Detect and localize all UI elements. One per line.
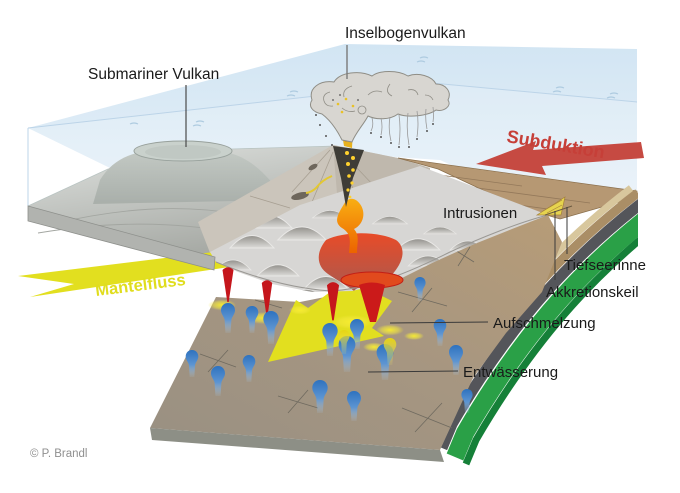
volcano-eruption — [309, 71, 450, 253]
leader-lines — [185, 45, 568, 373]
mantle-green-layer — [446, 213, 638, 461]
dark-xenolith — [291, 191, 309, 201]
melt-drips — [222, 267, 404, 322]
leader-dewatering — [367, 370, 459, 373]
subduction-arrow — [476, 141, 644, 175]
slab-front-face — [150, 428, 444, 462]
submarine-volcano-cone — [93, 148, 287, 204]
submarine-volcano-crater — [145, 145, 221, 159]
cut-face-base — [210, 166, 548, 292]
label-arc-volcano: Inselbogenvulkan — [345, 25, 466, 42]
big-melt-drip — [359, 282, 385, 322]
ash-fall — [370, 106, 434, 146]
copyright-text: © P. Brandl — [30, 448, 88, 460]
label-melting: Aufschmelzung — [493, 315, 596, 332]
submarine-volcano — [93, 140, 287, 204]
vent-magma-speckles — [345, 151, 355, 199]
jet-sparks — [336, 97, 355, 114]
slab-crack-lines — [199, 246, 475, 433]
leader-melting — [389, 321, 489, 324]
label-dewatering: Entwässerung — [463, 364, 558, 381]
label-trench: Tiefseerinne — [564, 257, 646, 274]
diagram-labels: Inselbogenvulkan Submariner Vulkan Subdu… — [30, 25, 646, 460]
ash-particles — [315, 94, 434, 148]
accretionary-wedge — [535, 196, 573, 216]
feeder-dike-yellow — [305, 175, 333, 194]
overriding-plate-front-face — [27, 205, 216, 271]
magma-conduit-orange — [337, 198, 364, 253]
label-intrusions: Intrusionen — [443, 205, 517, 222]
ash-cloud-swirls — [323, 83, 434, 115]
mantle-flow-descending-arrow — [268, 279, 392, 362]
label-submarine-volcano: Submariner Vulkan — [88, 66, 219, 83]
ash-cloud — [309, 71, 450, 143]
label-accretionary-wedge: Akkretionskeil — [546, 284, 639, 301]
water-ripples — [129, 56, 619, 127]
mantle-green-dark-edge — [462, 236, 638, 466]
dark-xenolith-small — [308, 163, 318, 171]
